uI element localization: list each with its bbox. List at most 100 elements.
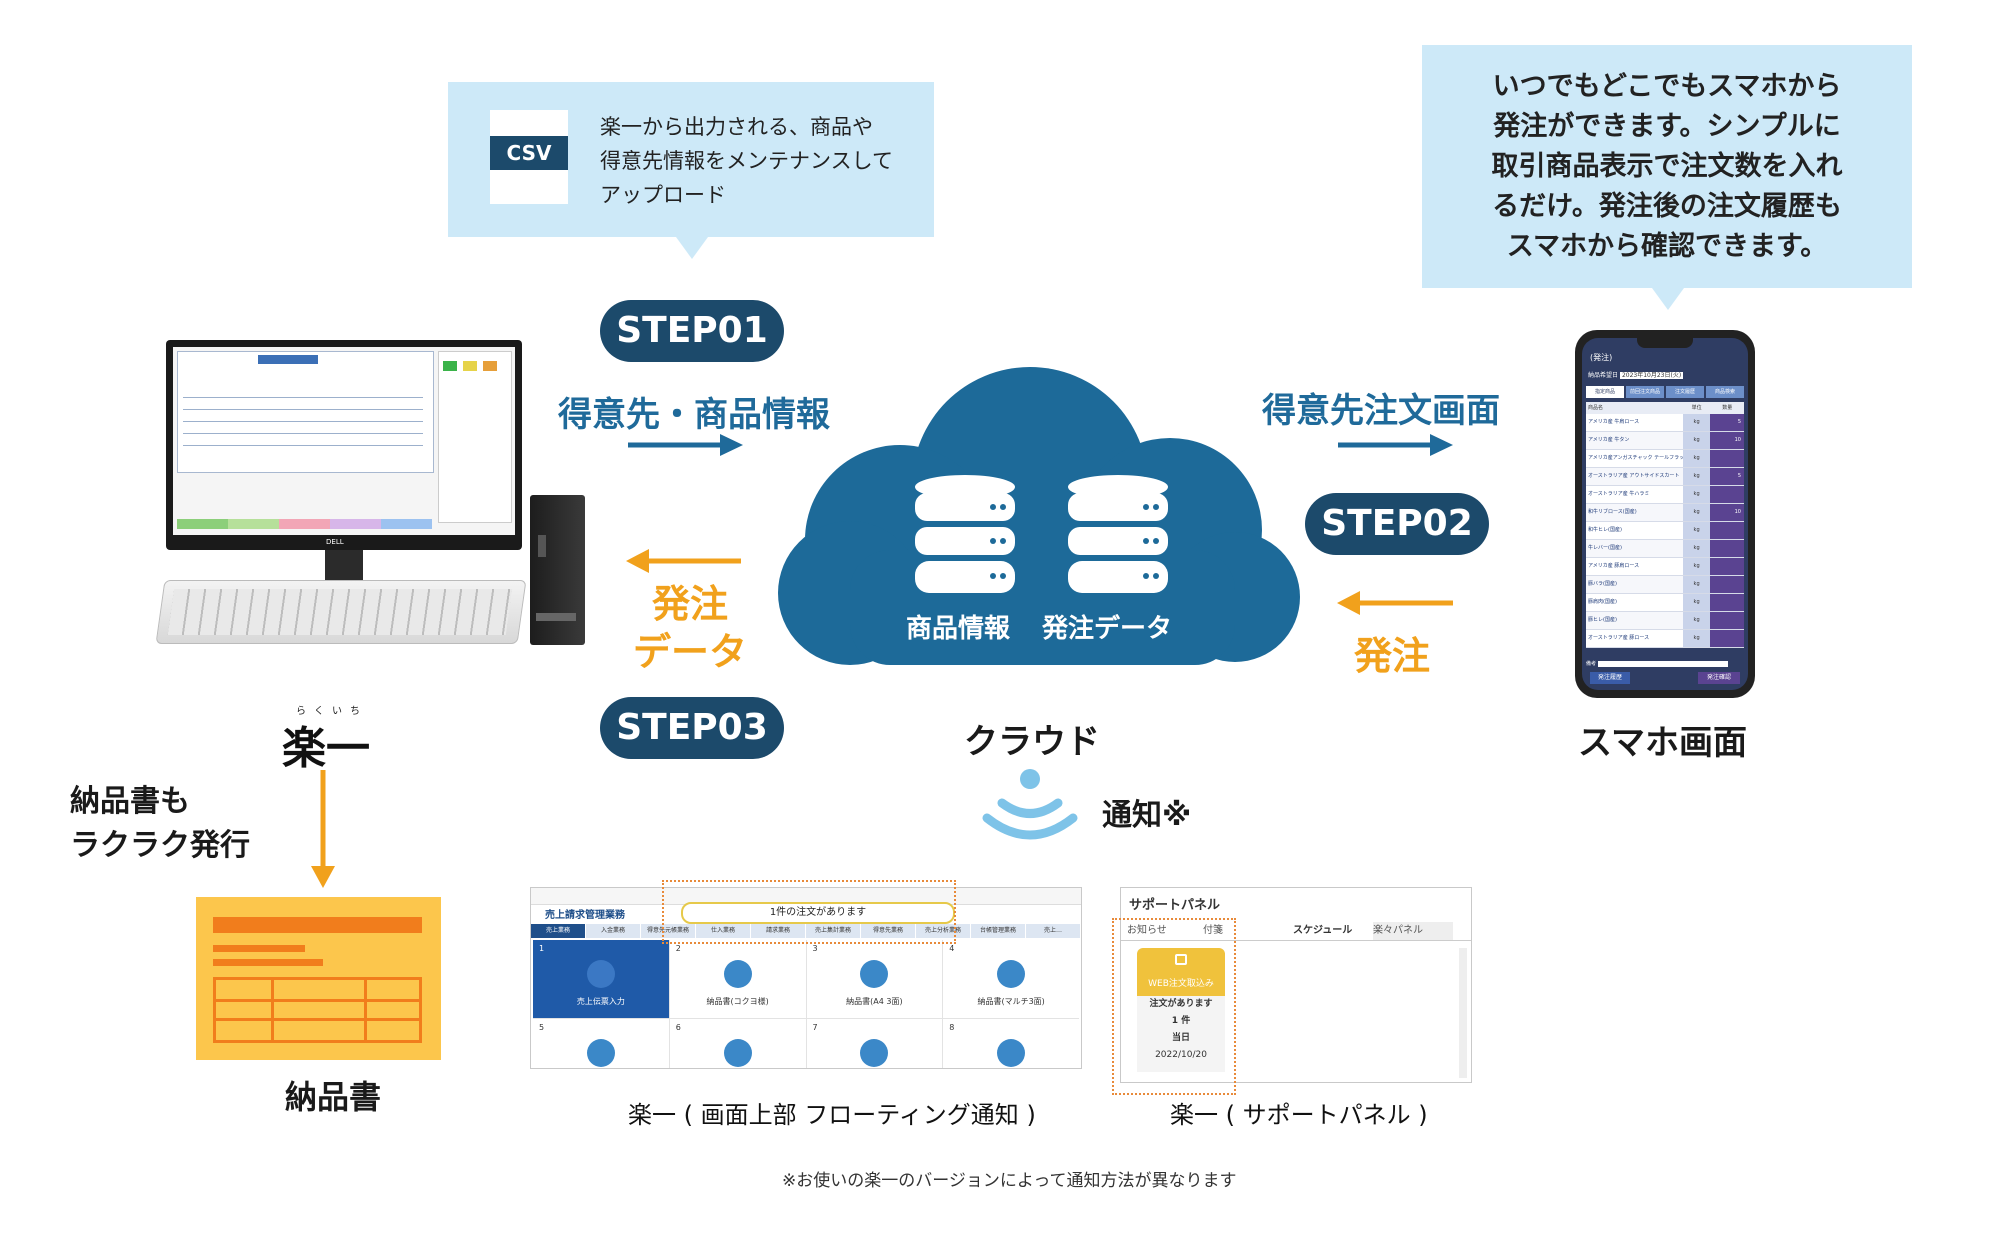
right-arrow-icon (1338, 434, 1453, 456)
phone-row-unit: kg (1682, 414, 1711, 431)
phone-row[interactable]: 豚ヒレ(国産)kg (1586, 612, 1744, 630)
menu-tile[interactable]: 6 (669, 1019, 806, 1068)
order-data-label: 発注 データ (632, 582, 747, 674)
menu-tile[interactable]: 7 (806, 1019, 943, 1068)
order-history-button[interactable]: 発注履歴 (1590, 672, 1630, 684)
phone-tab[interactable]: 商品検索 (1706, 386, 1744, 398)
phone-row-qty[interactable]: 5 (1710, 414, 1744, 431)
phone-row-unit: kg (1682, 432, 1711, 449)
step03-badge: STEP03 (600, 697, 784, 759)
menu-tile-label: 納品書(A4 3面) (846, 997, 903, 1006)
phone-row[interactable]: 牛レバー(国産)kg (1586, 540, 1744, 558)
monitor-stand (325, 550, 363, 580)
rakuichi-ruby: らくいち (296, 706, 368, 717)
menu-tile-label: 売上伝票入力 (576, 997, 625, 1006)
document-icon (723, 960, 752, 988)
menu-tile-number: 4 (949, 944, 955, 953)
floating-tab[interactable]: 得意先元帳業務 (641, 924, 696, 938)
calendar-icon (1175, 954, 1187, 965)
phone-row[interactable]: 豚肩肉(国産)kg (1586, 594, 1744, 612)
keyboard (155, 580, 527, 644)
phone-row-qty[interactable] (1710, 630, 1744, 647)
support-tab[interactable]: お知らせ (1127, 925, 1167, 936)
support-caption: 楽一 ( サポートパネル ) (1170, 1101, 1428, 1129)
floating-tab[interactable]: 得意先業務 (861, 924, 916, 938)
phone-row-qty[interactable]: 10 (1710, 504, 1744, 521)
card-header: WEB注文取込み (1148, 979, 1214, 989)
floating-tab[interactable]: 台帳管理業務 (971, 924, 1026, 938)
support-panel-title: サポートパネル (1129, 898, 1221, 913)
floating-tab[interactable]: 入金業務 (586, 924, 641, 938)
pc-illustration: DELL (155, 335, 600, 655)
left-arrow-icon (626, 549, 741, 573)
phone-row-qty[interactable] (1710, 486, 1744, 503)
menu-tile[interactable]: 8 (943, 1019, 1079, 1068)
floating-tab[interactable]: 請求業務 (751, 924, 806, 938)
csv-icon: CSV (490, 110, 568, 204)
menu-tile-number: 3 (812, 944, 818, 953)
phone-row-qty[interactable] (1710, 450, 1744, 467)
floating-tab[interactable]: 売上業務 (531, 924, 586, 938)
phone-tab[interactable]: 前回注文商品 (1626, 386, 1664, 398)
support-tab[interactable]: 付箋 (1203, 925, 1223, 936)
phone-screen-label: スマホ画面 (1578, 723, 1747, 763)
floating-tab[interactable]: 仕入業務 (696, 924, 751, 938)
phone-row-qty[interactable] (1710, 558, 1744, 575)
floating-tab[interactable]: 売上集計業務 (806, 924, 861, 938)
phone-row-unit: kg (1682, 450, 1711, 467)
delivery-doc-label: 納品書 (285, 1078, 382, 1116)
step01-badge: STEP01 (600, 300, 784, 362)
support-scrollbar[interactable] (1459, 948, 1467, 1078)
phone-row-qty[interactable]: 10 (1710, 432, 1744, 449)
phone-row-qty[interactable] (1710, 612, 1744, 629)
phone-tabs: 指定商品 前回注文商品 注文履歴 商品検索 (1586, 386, 1744, 398)
web-order-card[interactable]: WEB注文取込み (1137, 948, 1225, 996)
phone-row-qty[interactable] (1710, 594, 1744, 611)
floating-banner[interactable]: 1件の注文があります (681, 902, 955, 924)
floating-highlight-box (662, 880, 956, 944)
document-icon (586, 1039, 615, 1067)
phone-row-qty[interactable] (1710, 576, 1744, 593)
phone-row-qty[interactable]: 5 (1710, 468, 1744, 485)
phone-tab[interactable]: 指定商品 (1586, 386, 1624, 398)
document-icon (997, 960, 1026, 988)
menu-tile[interactable]: 5 (533, 1019, 669, 1068)
database-icon (1068, 475, 1168, 593)
support-tab[interactable]: 楽々パネル (1373, 922, 1453, 940)
phone-row[interactable]: 豚バラ(国産)kg (1586, 576, 1744, 594)
menu-tile[interactable]: 3 納品書(A4 3面) (806, 940, 943, 1018)
left-arrow-icon (1337, 591, 1453, 615)
floating-tab[interactable]: 売上分析業務 (916, 924, 971, 938)
phone-row-qty[interactable] (1710, 522, 1744, 539)
menu-tile-number: 7 (812, 1023, 818, 1032)
floating-notify-screenshot: 売上請求管理業務 1件の注文があります 売上業務入金業務得意先元帳業務仕入業務請… (530, 887, 1082, 1069)
cloud-label: クラウド (964, 722, 1100, 762)
support-tab[interactable]: スケジュール (1293, 922, 1373, 940)
phone-row-name: 和牛リブロース(国産) (1588, 509, 1637, 515)
phone-row-unit: kg (1682, 504, 1711, 521)
phone-tab[interactable]: 注文履歴 (1666, 386, 1704, 398)
order-confirm-button[interactable]: 発注確認 (1698, 672, 1740, 684)
phone-row-name: 豚肩肉(国産) (1588, 599, 1617, 605)
phone-row-name: 豚ヒレ(国産) (1588, 617, 1617, 623)
memo-input[interactable] (1597, 660, 1728, 667)
csv-callout-tail (676, 237, 708, 259)
phone-row-name: オーストラリア産 豚ロース (1588, 635, 1650, 641)
csv-callout-text: 楽一から出力される、商品や 得意先情報をメンテナンスして アップロード (600, 115, 893, 207)
phone-row[interactable]: 和牛ヒレ(国産)kg (1586, 522, 1744, 540)
floating-tab[interactable]: 売上… (1026, 924, 1081, 938)
down-arrow-icon (311, 770, 335, 888)
phone-row-qty[interactable] (1710, 540, 1744, 557)
phone-row-unit: kg (1682, 576, 1711, 593)
